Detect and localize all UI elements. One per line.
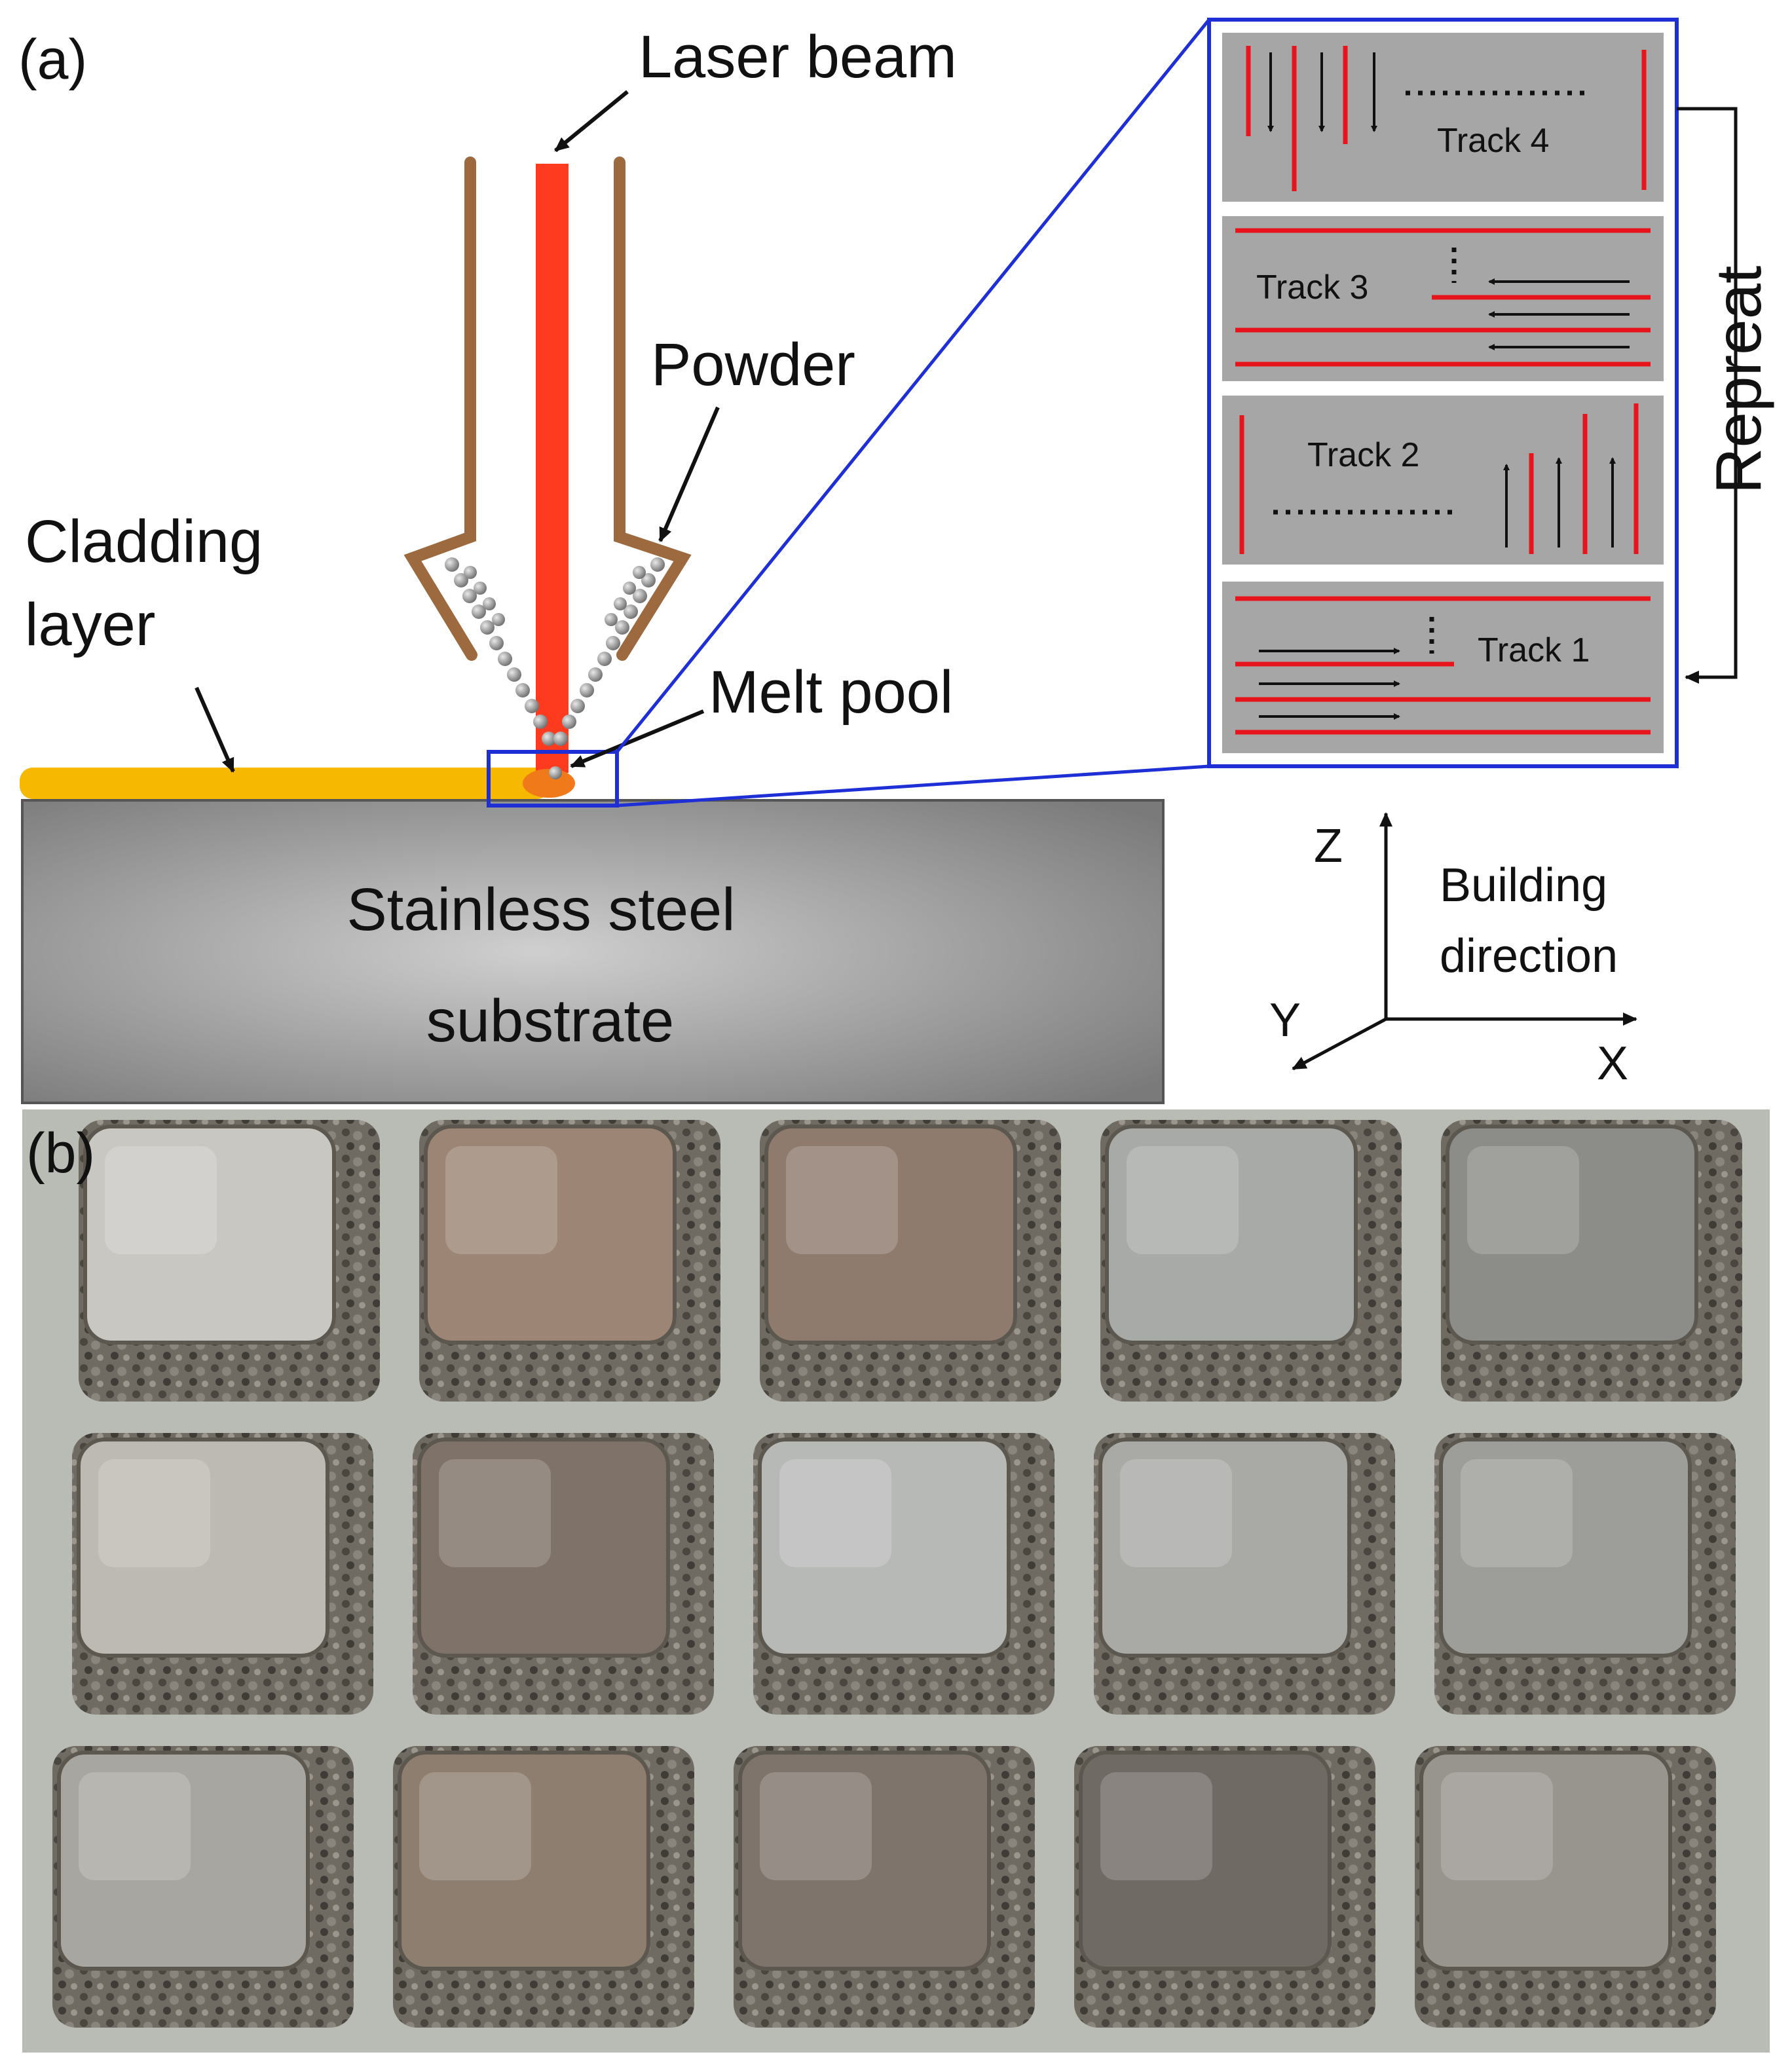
cladding-layer xyxy=(20,768,550,799)
sample-cube xyxy=(1100,1120,1402,1402)
substrate-label-line1: Stainless steel xyxy=(346,876,735,943)
axis-z-label: Z xyxy=(1314,820,1343,872)
axis-x-label: X xyxy=(1597,1037,1628,1090)
track-2-label: Track 2 xyxy=(1307,436,1419,474)
melt-pool-zoom-box xyxy=(487,750,619,808)
cladding-label-line2: layer xyxy=(25,591,155,658)
sample-grid xyxy=(52,1120,1742,2028)
sample-cube xyxy=(1415,1746,1716,2028)
track-2-panel xyxy=(1222,396,1664,565)
axis-y-label: Y xyxy=(1269,994,1301,1047)
sample-cube xyxy=(753,1433,1055,1715)
sample-cube xyxy=(72,1433,373,1715)
melt-pool xyxy=(523,769,575,798)
powder-label: Powder xyxy=(651,331,855,398)
cladding-arrow xyxy=(195,686,235,773)
track-3-panel xyxy=(1222,216,1664,381)
building-direction-line2: direction xyxy=(1440,930,1618,982)
cladding-label-line1: Cladding xyxy=(25,508,263,575)
nozzle xyxy=(403,157,692,661)
panel-b-label: (b) xyxy=(26,1122,95,1185)
track-4-label: Track 4 xyxy=(1437,122,1549,160)
sample-cube xyxy=(413,1433,714,1715)
sample-cube xyxy=(1094,1433,1395,1715)
zoom-connector-bottom xyxy=(616,764,1210,808)
melt-pool-arrow xyxy=(570,709,705,768)
repeat-label: Repreat xyxy=(1702,266,1774,494)
coordinate-axes xyxy=(1292,812,1637,1071)
melt-pool-particle xyxy=(549,766,562,779)
laser-beam-arrow xyxy=(554,90,629,153)
melt-pool-label: Melt pool xyxy=(709,659,953,726)
track-1-panel xyxy=(1222,582,1664,753)
panel-a-label: (a) xyxy=(18,28,87,91)
powder-stream-left xyxy=(445,557,556,746)
sample-cube xyxy=(79,1120,380,1402)
sample-cube xyxy=(52,1746,354,2028)
sample-cube xyxy=(419,1120,720,1402)
powder-stream-right xyxy=(553,557,665,746)
track-1-label: Track 1 xyxy=(1478,631,1590,669)
powder-arrow xyxy=(658,406,720,542)
sample-cube xyxy=(734,1746,1035,2028)
sample-cube xyxy=(760,1120,1061,1402)
track-4-panel xyxy=(1222,33,1664,202)
laser-beam xyxy=(536,164,569,773)
sample-cube xyxy=(1441,1120,1742,1402)
track-3-label: Track 3 xyxy=(1256,269,1368,307)
zoom-connector-top xyxy=(616,18,1210,753)
sample-cube xyxy=(1434,1433,1736,1715)
stainless-steel-substrate xyxy=(21,799,1165,1104)
substrate-label-line2: substrate xyxy=(426,988,674,1054)
laser-beam-label: Laser beam xyxy=(639,24,957,90)
building-direction-line1: Building xyxy=(1440,859,1607,912)
repeat-arrow xyxy=(1677,107,1738,684)
sample-cube xyxy=(393,1746,694,2028)
sample-cube xyxy=(1074,1746,1375,2028)
